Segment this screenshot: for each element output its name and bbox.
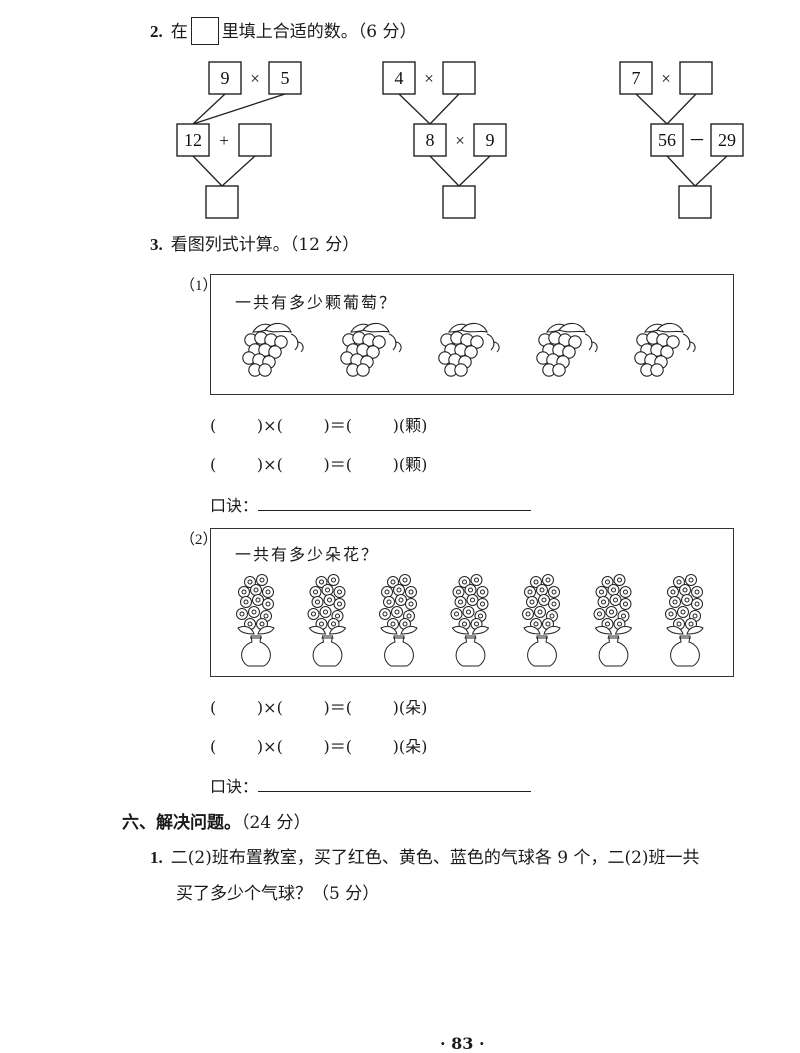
tree-connector [666,93,697,125]
tree-mid-left-box-value: 56 [658,130,676,150]
q3-title: 看图列式计算。（12 分） [170,235,360,255]
tree-mid-left-box [176,123,210,157]
number-tree-1: 9 × 5 12 + [176,61,302,219]
q3-part1-equation-2: ( )×( )＝( )(颗) [210,455,428,474]
q2-trees: 9 × 5 12 +4 × 8 × 9 7 × 56 － 29 [176,61,744,219]
tree-top-left-box [208,61,242,95]
grape-icon [438,322,500,377]
q3-part2-equation-1: ( )×( )＝( )(朵) [210,698,428,717]
q2-text-before: 在 [170,22,188,42]
q3-part2-label: （2） [180,532,218,548]
tree-connector [398,93,431,125]
problem1-line1: 二(2)班布置教室，买了红色、黄色、蓝色的气球各 9 个，二(2)班一共 [170,848,700,868]
q2-heading: 2. 在 里填上合适的数。（6 分） [150,17,416,45]
q2-text-after: 里填上合适的数。（6 分） [221,22,417,42]
tree-connector [192,93,286,125]
tree-mid-operator: × [455,131,465,150]
q3-part2-equation-2: ( )×( )＝( )(朵) [210,737,428,756]
tree-top-right-box [268,61,302,95]
tree-connector [429,93,460,125]
tree-top-left-box-value: 9 [221,68,230,88]
tree-top-left-box [619,61,653,95]
tree-top-operator: × [424,69,434,88]
tree-connector [666,155,696,187]
section6-title: 六、解决问题。（24 分） [122,808,311,833]
q3-part1-koujue-line[interactable] [258,510,531,511]
tree-top-operator: × [250,69,260,88]
q3-part1-label: （1） [180,278,218,294]
q3-part1-koujue-label: 口诀： [210,496,259,515]
number-tree-3: 7 × 56 － 29 [619,61,744,219]
flower-vase-icon [522,574,561,667]
q3-part2-koujue-label: 口诀： [210,777,259,796]
q3-part2-koujue-line[interactable] [258,791,531,792]
tree-top-right-box[interactable] [442,61,476,95]
tree-mid-right-box [473,123,507,157]
flower-vase-icon [665,574,704,667]
q3-heading: 3. 看图列式计算。（12 分） [150,234,359,256]
tree-top-right-box-value: 5 [281,68,290,88]
flower-row [236,574,704,667]
tree-connector [192,93,226,125]
q3-number: 3. [150,235,163,254]
tree-mid-left-box [413,123,447,157]
tree-mid-right-box-value: 9 [486,130,495,150]
q3-part2-question: 一共有多少朵花？ [235,545,380,564]
tree-top-right-box[interactable] [679,61,713,95]
section6-problem1: 1. 二(2)班布置教室，买了红色、黄色、蓝色的气球各 9 个，二(2)班一共 买… [150,840,700,912]
tree-mid-left-box [650,123,684,157]
tree-mid-left-box-value: 12 [184,130,202,150]
grape-row [242,322,696,377]
tree-mid-operator: + [219,131,229,150]
problem1-number: 1. [150,848,163,867]
tree-mid-right-box[interactable] [238,123,272,157]
tree-bottom-box[interactable] [678,185,712,219]
tree-connector [192,155,223,187]
q2-example-box [190,17,219,45]
grape-icon [242,322,304,377]
grape-icon [634,322,696,377]
tree-top-left-box [382,61,416,95]
flower-vase-icon [236,574,275,667]
section6-score: （24 分） [241,813,311,833]
tree-connector [458,155,491,187]
tree-mid-left-box-value: 8 [426,130,435,150]
q3-part1-question: 一共有多少颗葡萄？ [235,293,398,312]
grape-icon [340,322,402,377]
flower-vase-icon [593,574,633,667]
section6-title-text: 六、解决问题。 [122,813,241,833]
page-number: · 83 · [440,1034,485,1053]
flower-vase-icon [307,574,347,667]
problem1-line2: 买了多少个气球？（5 分） [176,884,380,904]
q3-part1-picture-box: 一共有多少颗葡萄？ [210,274,734,395]
q3-part1-equation-1: ( )×( )＝( )(颗) [210,416,428,435]
tree-mid-right-box [710,123,744,157]
q2-number: 2. [150,22,163,41]
flower-vase-icon [450,574,490,667]
tree-mid-operator: － [689,131,706,150]
tree-bottom-box[interactable] [442,185,476,219]
tree-connector [221,155,256,187]
tree-connector [694,155,728,187]
tree-top-operator: × [661,69,671,88]
q3-part2-picture-box: 一共有多少朵花？ [210,528,734,677]
tree-connector [635,93,668,125]
grape-icon [536,322,598,377]
tree-bottom-box[interactable] [205,185,239,219]
flower-vase-icon [379,574,418,667]
tree-top-left-box-value: 4 [395,68,404,88]
tree-connector [429,155,460,187]
number-tree-2: 4 × 8 × 9 [382,61,507,219]
tree-top-left-box-value: 7 [632,68,641,88]
tree-mid-right-box-value: 29 [718,130,736,150]
